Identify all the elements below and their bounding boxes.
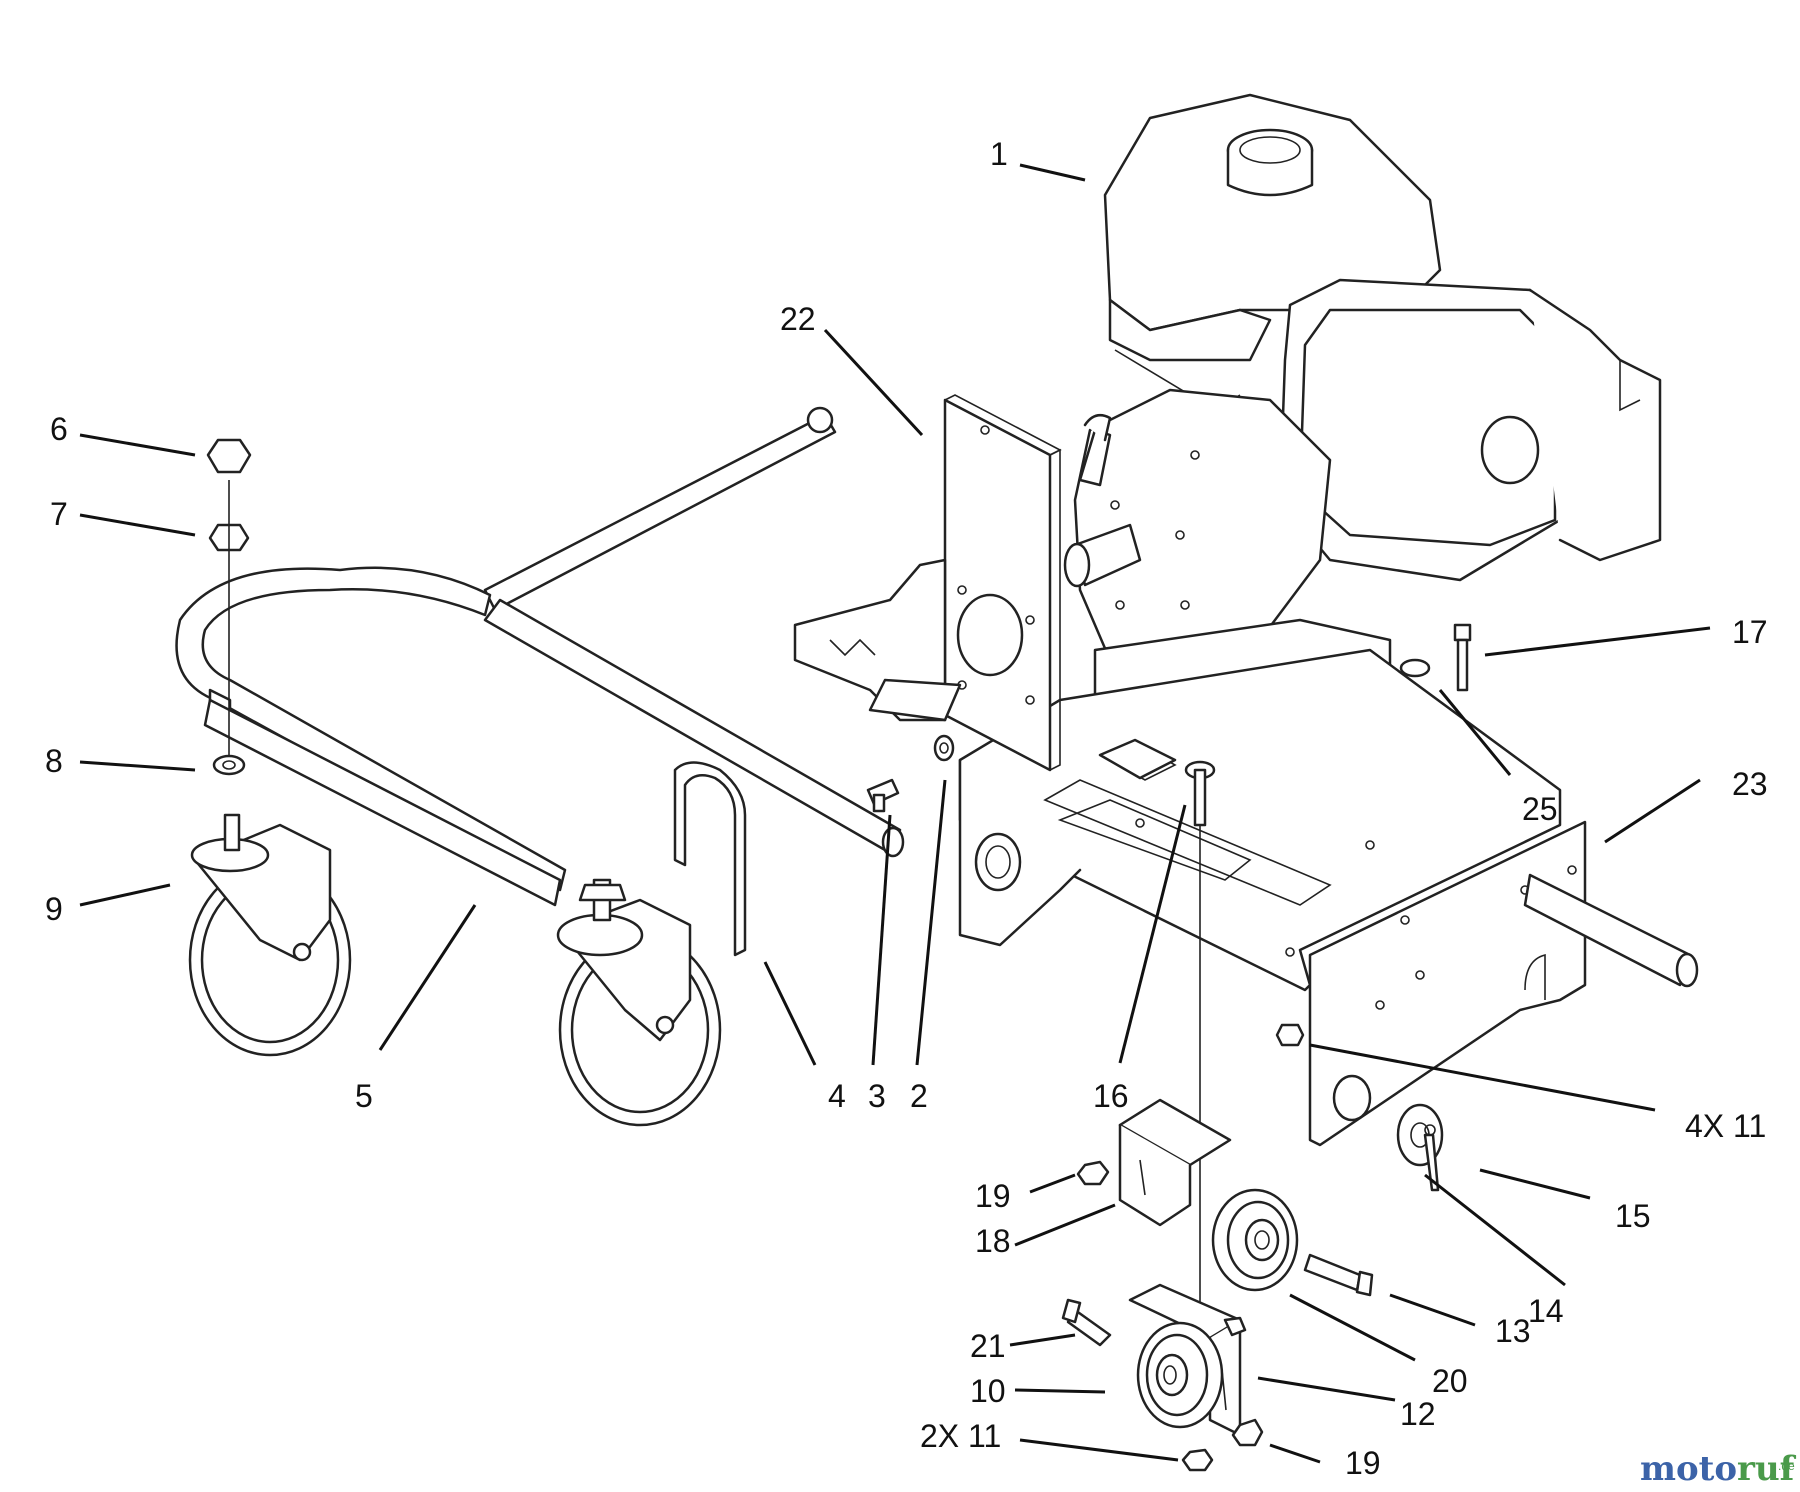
callout-6: 6 [50,411,68,447]
callout-19-upper: 19 [975,1178,1011,1214]
callout-2x11: 2X 11 [920,1418,1001,1454]
leader-lines [79,163,1711,1464]
callout-9: 9 [45,891,63,927]
watermark-logo: motoruf .de [1640,1449,1797,1489]
callout-17: 17 [1732,614,1768,650]
callout-16: 16 [1093,1078,1129,1114]
engine-assembly [1063,93,1662,732]
callout-13: 13 [1495,1313,1531,1349]
small-hardware [206,438,1472,1320]
callout-12: 12 [1400,1396,1436,1432]
callout-8: 8 [45,743,63,779]
idler-bracket-lower [1061,1283,1264,1472]
frame-assembly [958,648,1699,1147]
callout-2: 2 [910,1078,928,1114]
callout-23: 23 [1732,766,1768,802]
idler-bracket-upper [1076,1098,1374,1297]
callout-20: 20 [1432,1363,1468,1399]
callout-4x11: 4X 11 [1685,1108,1766,1144]
handle-assembly [175,406,905,907]
svg-text:.de: .de [1778,1459,1795,1473]
callout-22: 22 [780,301,816,337]
callout-15: 15 [1615,1198,1651,1234]
callout-18: 18 [975,1223,1011,1259]
caster-wheel-right [556,878,722,1127]
mount-plate [793,394,1062,772]
callout-labels: 1 22 6 7 8 9 5 4 3 2 16 17 25 23 4X 11 1… [45,136,1768,1481]
callout-5: 5 [355,1078,373,1114]
callout-4: 4 [828,1078,846,1114]
callout-25: 25 [1522,791,1558,827]
callout-21: 21 [970,1328,1006,1364]
svg-text:motoruf: motoruf [1640,1449,1797,1489]
caster-wheel-left [188,813,352,1057]
callout-10: 10 [970,1373,1006,1409]
callout-7: 7 [50,496,68,532]
callout-19-lower: 19 [1345,1445,1381,1481]
callout-1: 1 [990,136,1008,172]
callout-3: 3 [868,1078,886,1114]
callout-14: 14 [1528,1293,1564,1329]
